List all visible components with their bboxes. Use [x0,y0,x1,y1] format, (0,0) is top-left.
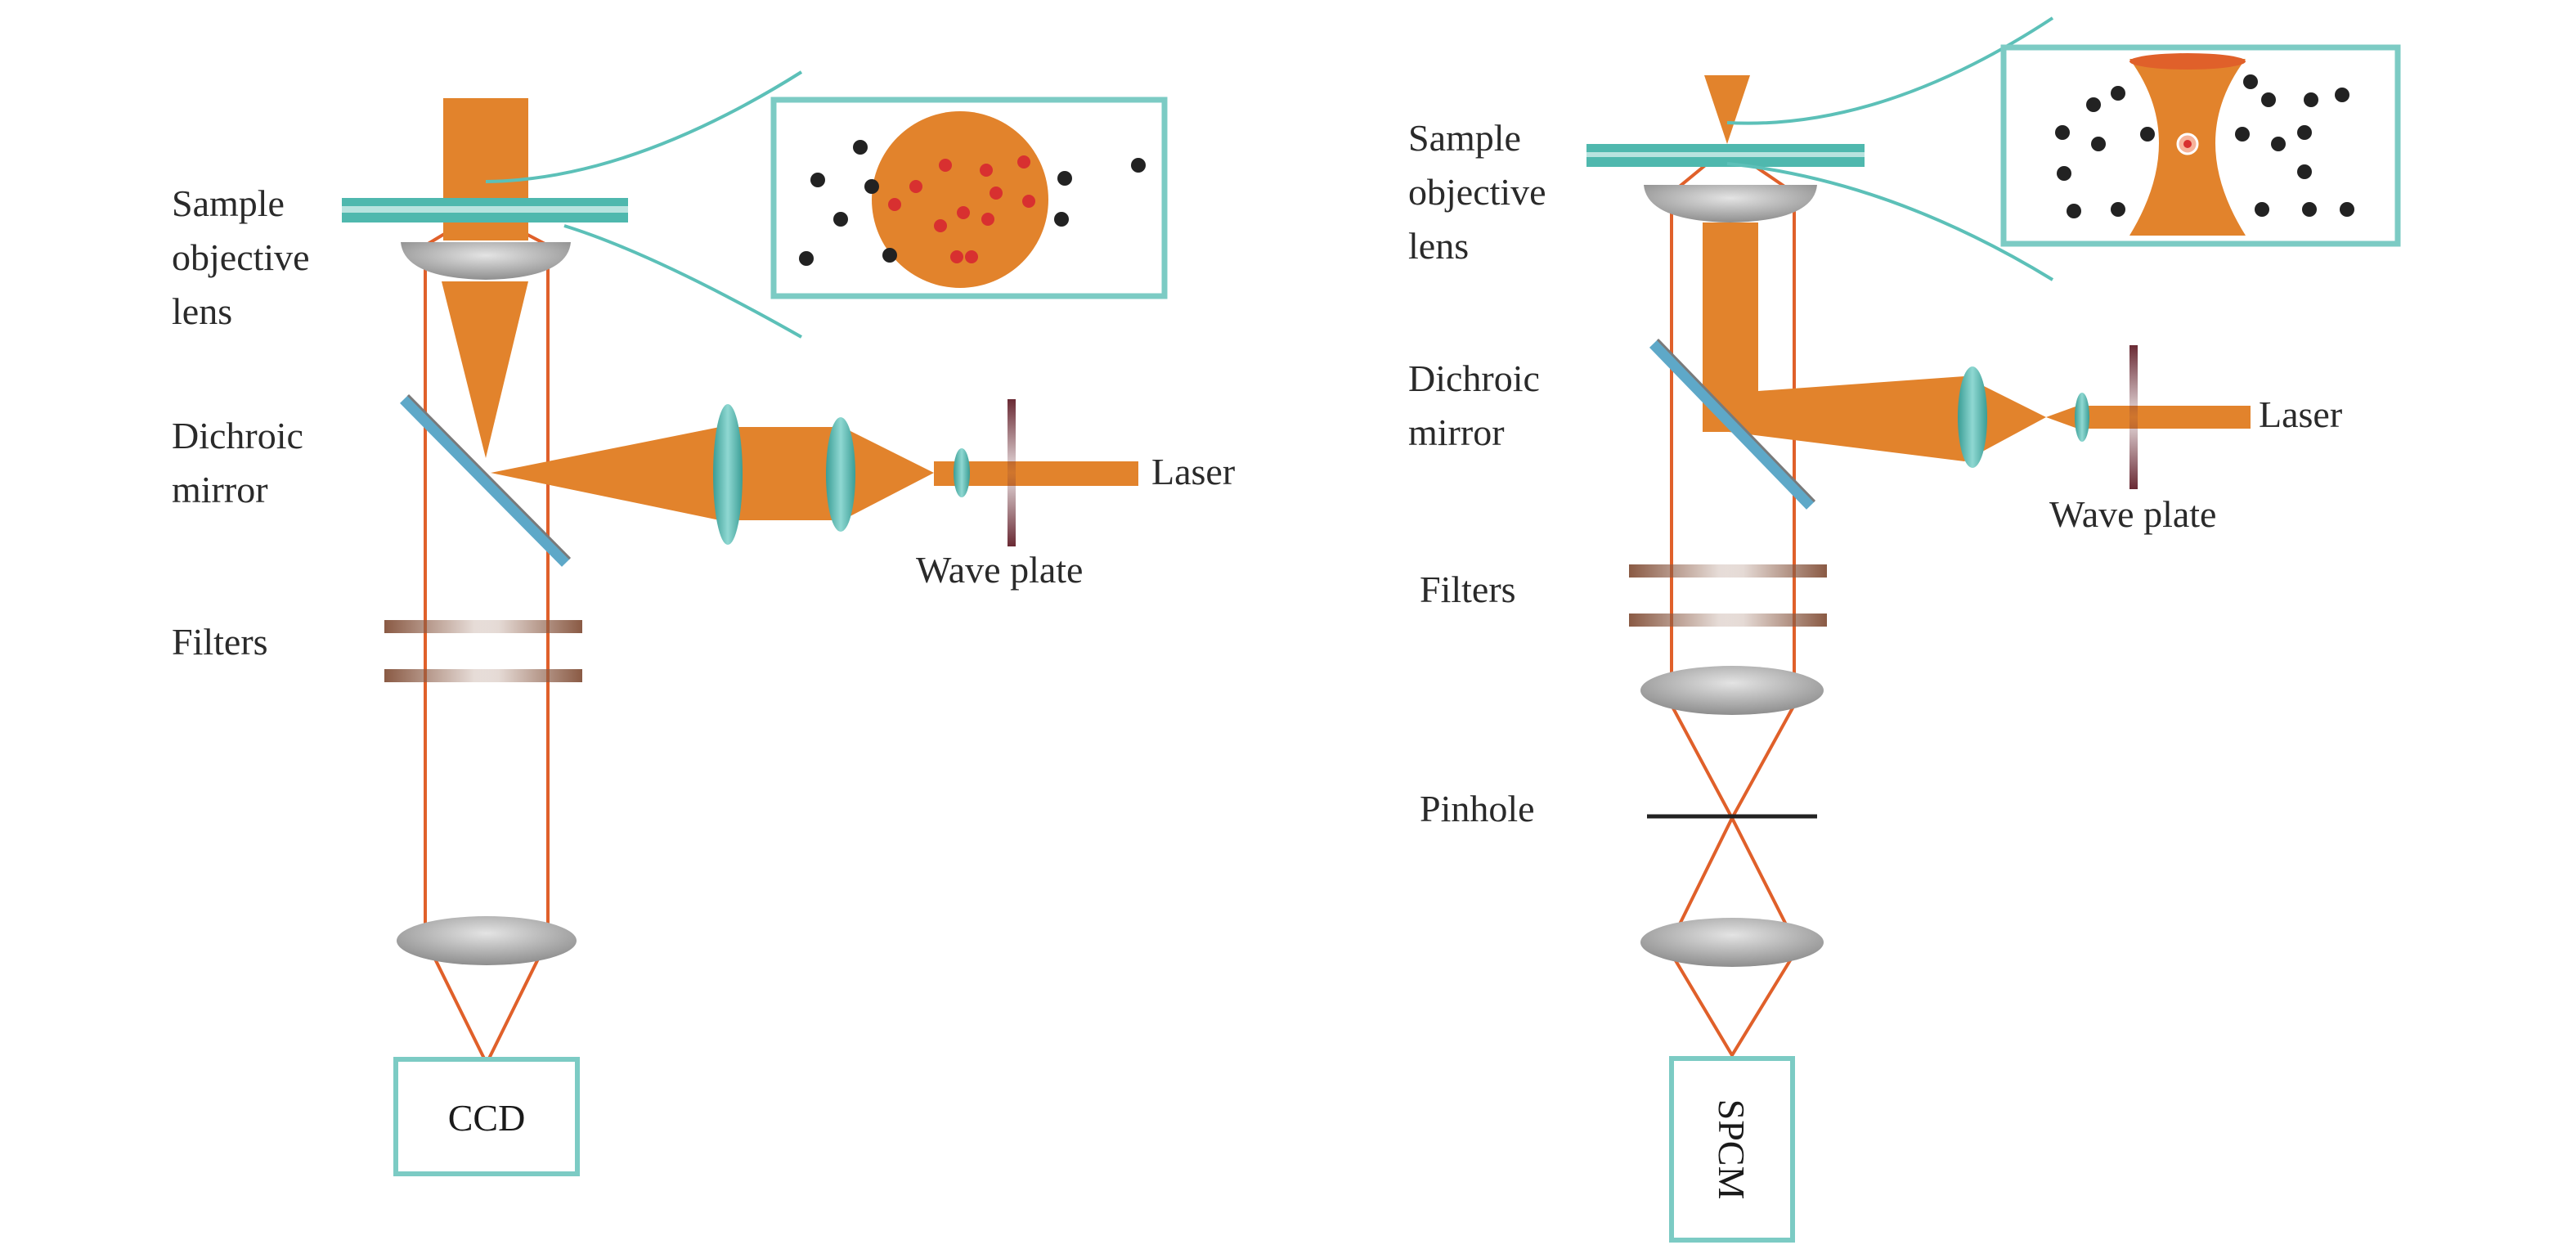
right-lens-upper [1640,666,1824,715]
right-sample-objective-label: Sample objective lens [1408,117,1555,267]
spcm-label: SPCM [1711,1099,1752,1200]
left-trapped-bead [872,111,1048,288]
left-filters [384,620,582,682]
ccd-detector [393,1057,580,1176]
left-dichroic-label: Dichroic mirror [172,415,312,510]
left-wave-plate-label: Wave plate [916,549,1083,591]
left-expander-lens-2 [826,417,855,532]
right-filters [1629,564,1827,627]
left-black-particles [799,140,1146,266]
spcm-detector [1669,1056,1795,1243]
left-objective-lens [401,242,571,280]
right-inset [2000,44,2401,247]
left-small-lens [954,448,970,497]
left-filters-label: Filters [172,621,268,663]
right-objective-lens [1644,185,1817,222]
right-wave-plate [2129,345,2138,489]
right-laser-lens-1 [1958,366,1987,468]
right-laser-lens-2 [2075,393,2089,442]
left-tube-lens [397,916,577,965]
left-expander-lens-1 [713,404,743,545]
right-laser-label: Laser [2259,393,2342,435]
ccd-label: CCD [448,1097,526,1139]
left-zoom-lines [485,70,803,339]
left-laser-cone [491,427,720,520]
right-filters-label: Filters [1420,569,1516,610]
left-setup: CCD Sample objective [172,70,1235,1176]
left-wave-plate [1008,399,1016,546]
left-red-particles [888,155,1035,263]
right-laser-path [1703,222,2046,461]
left-dichroic-mirror [400,395,570,567]
right-lens-lower [1640,918,1824,967]
right-wave-plate-label: Wave plate [2049,493,2216,535]
left-laser-label: Laser [1151,451,1235,492]
right-dichroic-mirror [1649,339,1815,510]
right-setup: SPCM Sample objecti [1408,16,2401,1243]
right-dichroic-label: Dichroic mirror [1408,357,1549,453]
right-black-particles [2055,74,2354,218]
left-inset [770,97,1168,299]
left-focus-cone [442,281,528,458]
right-pinhole-label: Pinhole [1420,788,1535,829]
right-focus-cone-top [1704,75,1750,144]
left-sample-objective-label: Sample objective lens [172,182,319,332]
